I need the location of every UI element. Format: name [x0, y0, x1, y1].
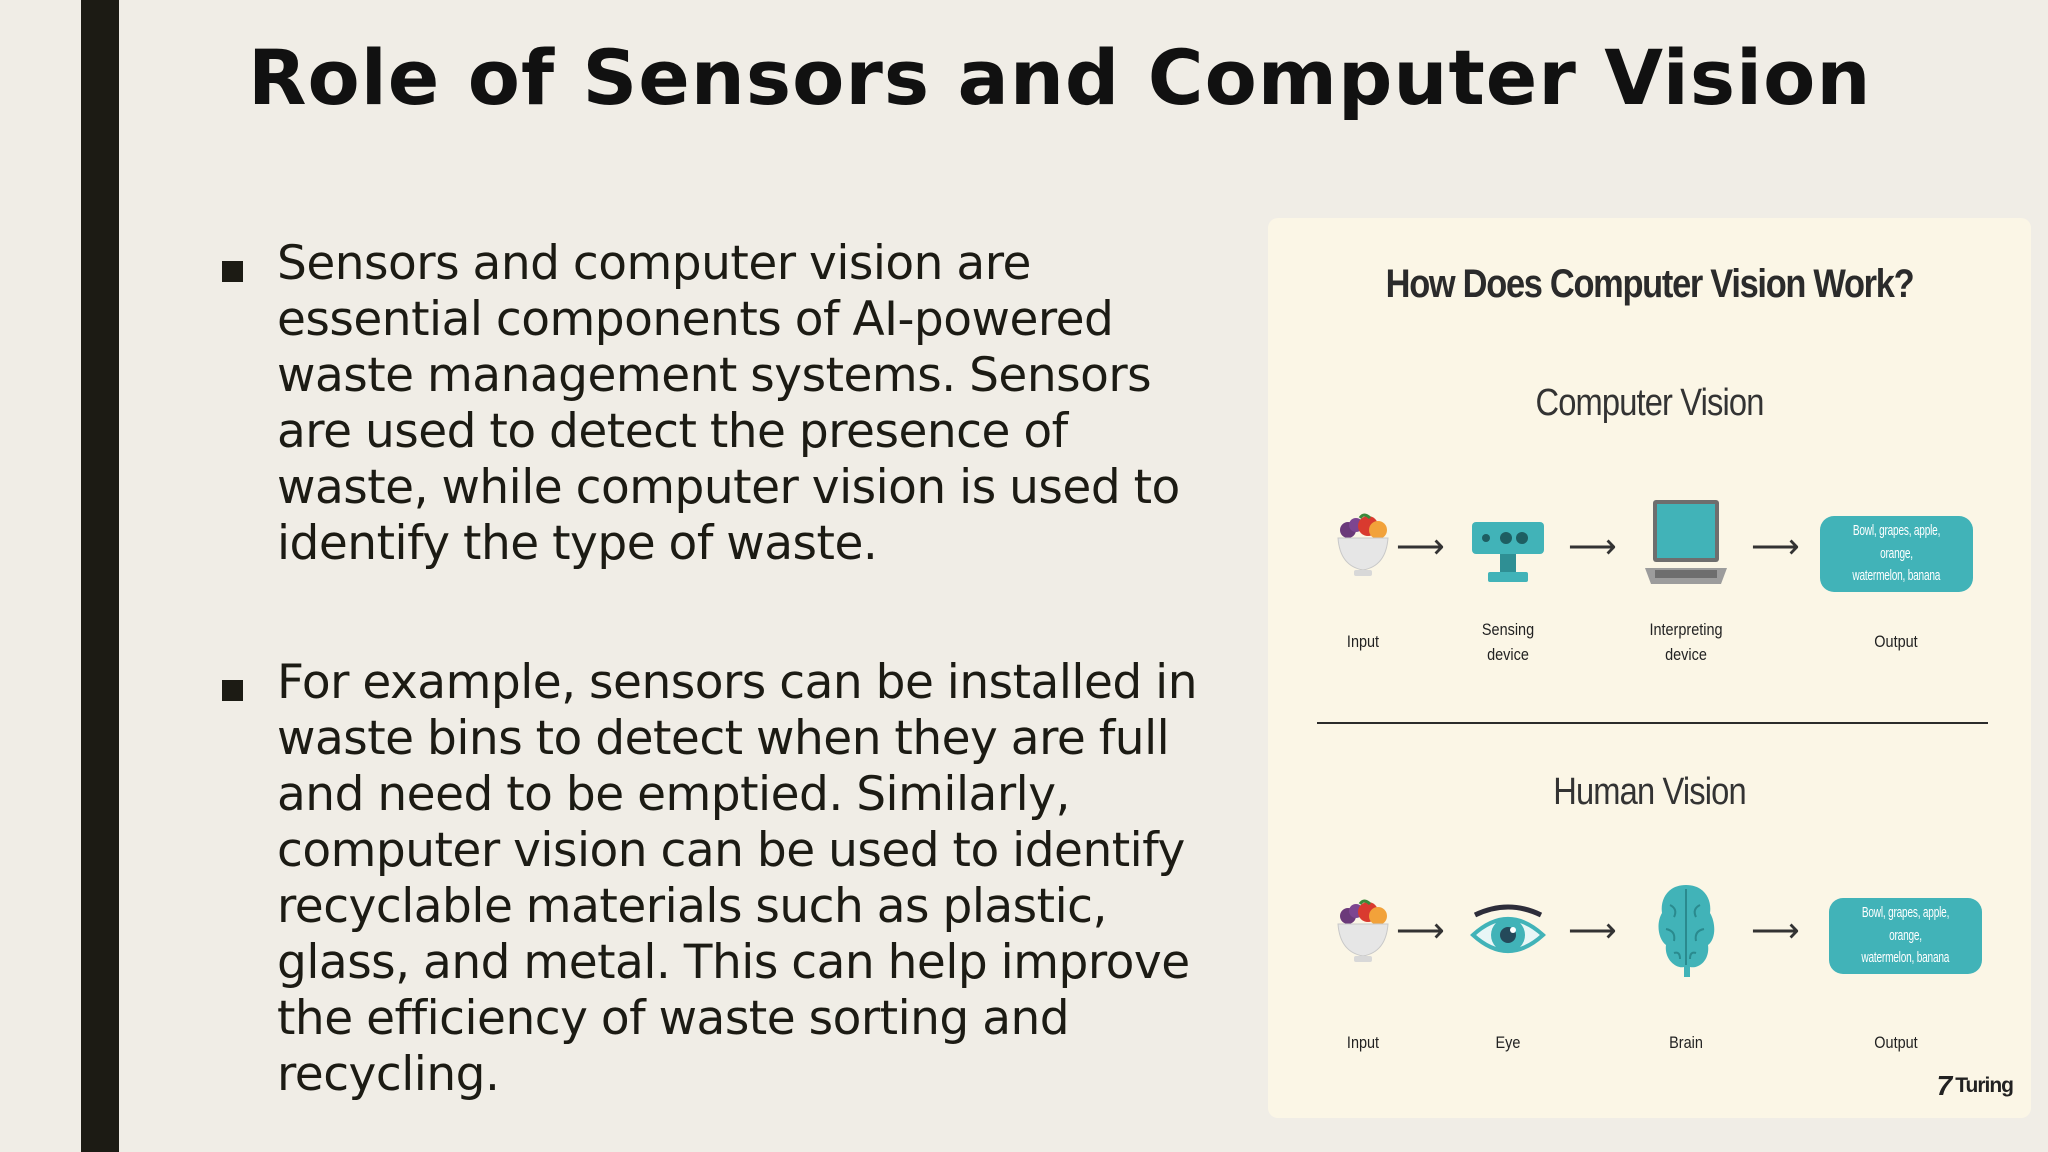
cv-output-text-line1: Bowl, grapes, apple, orange,: [1852, 522, 1941, 562]
arrow-icon: ⟶: [1751, 912, 1800, 950]
sensor-camera-icon: [1468, 514, 1548, 594]
laptop-icon: [1641, 494, 1731, 594]
eye-icon: [1468, 892, 1548, 972]
computer-vision-figure: How Does Computer Vision Work? Computer …: [1268, 218, 2031, 1118]
bullet-text: Sensors and computer vision are essentia…: [277, 236, 1180, 571]
cv-label-interpreting-line1: Interpreting: [1649, 620, 1723, 639]
hv-output-text-line1: Bowl, grapes, apple, orange,: [1861, 904, 1950, 944]
hv-output-box: Bowl, grapes, apple, orange, watermelon,…: [1829, 898, 1982, 974]
bullet-text: For example, sensors can be installed in…: [277, 655, 1198, 1102]
arrow-icon: ⟶: [1568, 528, 1617, 566]
turing-brand-text: Turing: [1955, 1074, 2014, 1097]
arrow-icon: ⟶: [1568, 912, 1617, 950]
figure-divider: [1317, 722, 1988, 724]
bullet-list: Sensors and computer vision are essentia…: [222, 236, 1232, 1103]
bullet-item: For example, sensors can be installed in…: [222, 655, 1232, 1103]
cv-label-output: Output: [1874, 632, 1918, 651]
hv-label-brain: Brain: [1669, 1033, 1703, 1052]
bullet-item: Sensors and computer vision are essentia…: [222, 236, 1232, 572]
figure-title: How Does Computer Vision Work?: [1385, 262, 1915, 306]
hv-label-input: Input: [1346, 1033, 1380, 1052]
cv-label-sensing-line2: device: [1487, 644, 1529, 664]
computer-vision-heading: Computer Vision: [1535, 382, 1764, 424]
cv-output-text-line2: watermelon, banana: [1852, 567, 1941, 585]
accent-bar: [81, 0, 119, 1152]
turing-logo: 7 Turing: [1936, 1070, 2014, 1102]
cv-output-box: Bowl, grapes, apple, orange, watermelon,…: [1820, 516, 1973, 592]
cv-label-input: Input: [1346, 632, 1380, 651]
cv-label-sensing: Sensing device: [1466, 618, 1551, 667]
fruit-bowl-icon: [1326, 894, 1400, 968]
bullet-square-icon: [222, 261, 243, 282]
hv-label-eye: Eye: [1495, 1033, 1521, 1052]
arrow-icon: ⟶: [1396, 912, 1445, 950]
hv-label-output: Output: [1874, 1033, 1918, 1052]
arrow-icon: ⟶: [1751, 528, 1800, 566]
arrow-icon: ⟶: [1396, 528, 1445, 566]
cv-label-interpreting-line2: device: [1665, 644, 1707, 664]
brain-icon: [1646, 880, 1726, 980]
slide-title: Role of Sensors and Computer Vision: [248, 33, 1872, 122]
bullet-square-icon: [222, 680, 243, 701]
human-vision-heading: Human Vision: [1553, 771, 1746, 813]
turing-mark-icon: 7: [1936, 1070, 1953, 1101]
cv-label-sensing-line1: Sensing: [1481, 620, 1535, 639]
fruit-bowl-icon: [1326, 508, 1400, 582]
cv-label-interpreting: Interpreting device: [1635, 618, 1737, 667]
hv-output-text-line2: watermelon, banana: [1861, 949, 1950, 967]
